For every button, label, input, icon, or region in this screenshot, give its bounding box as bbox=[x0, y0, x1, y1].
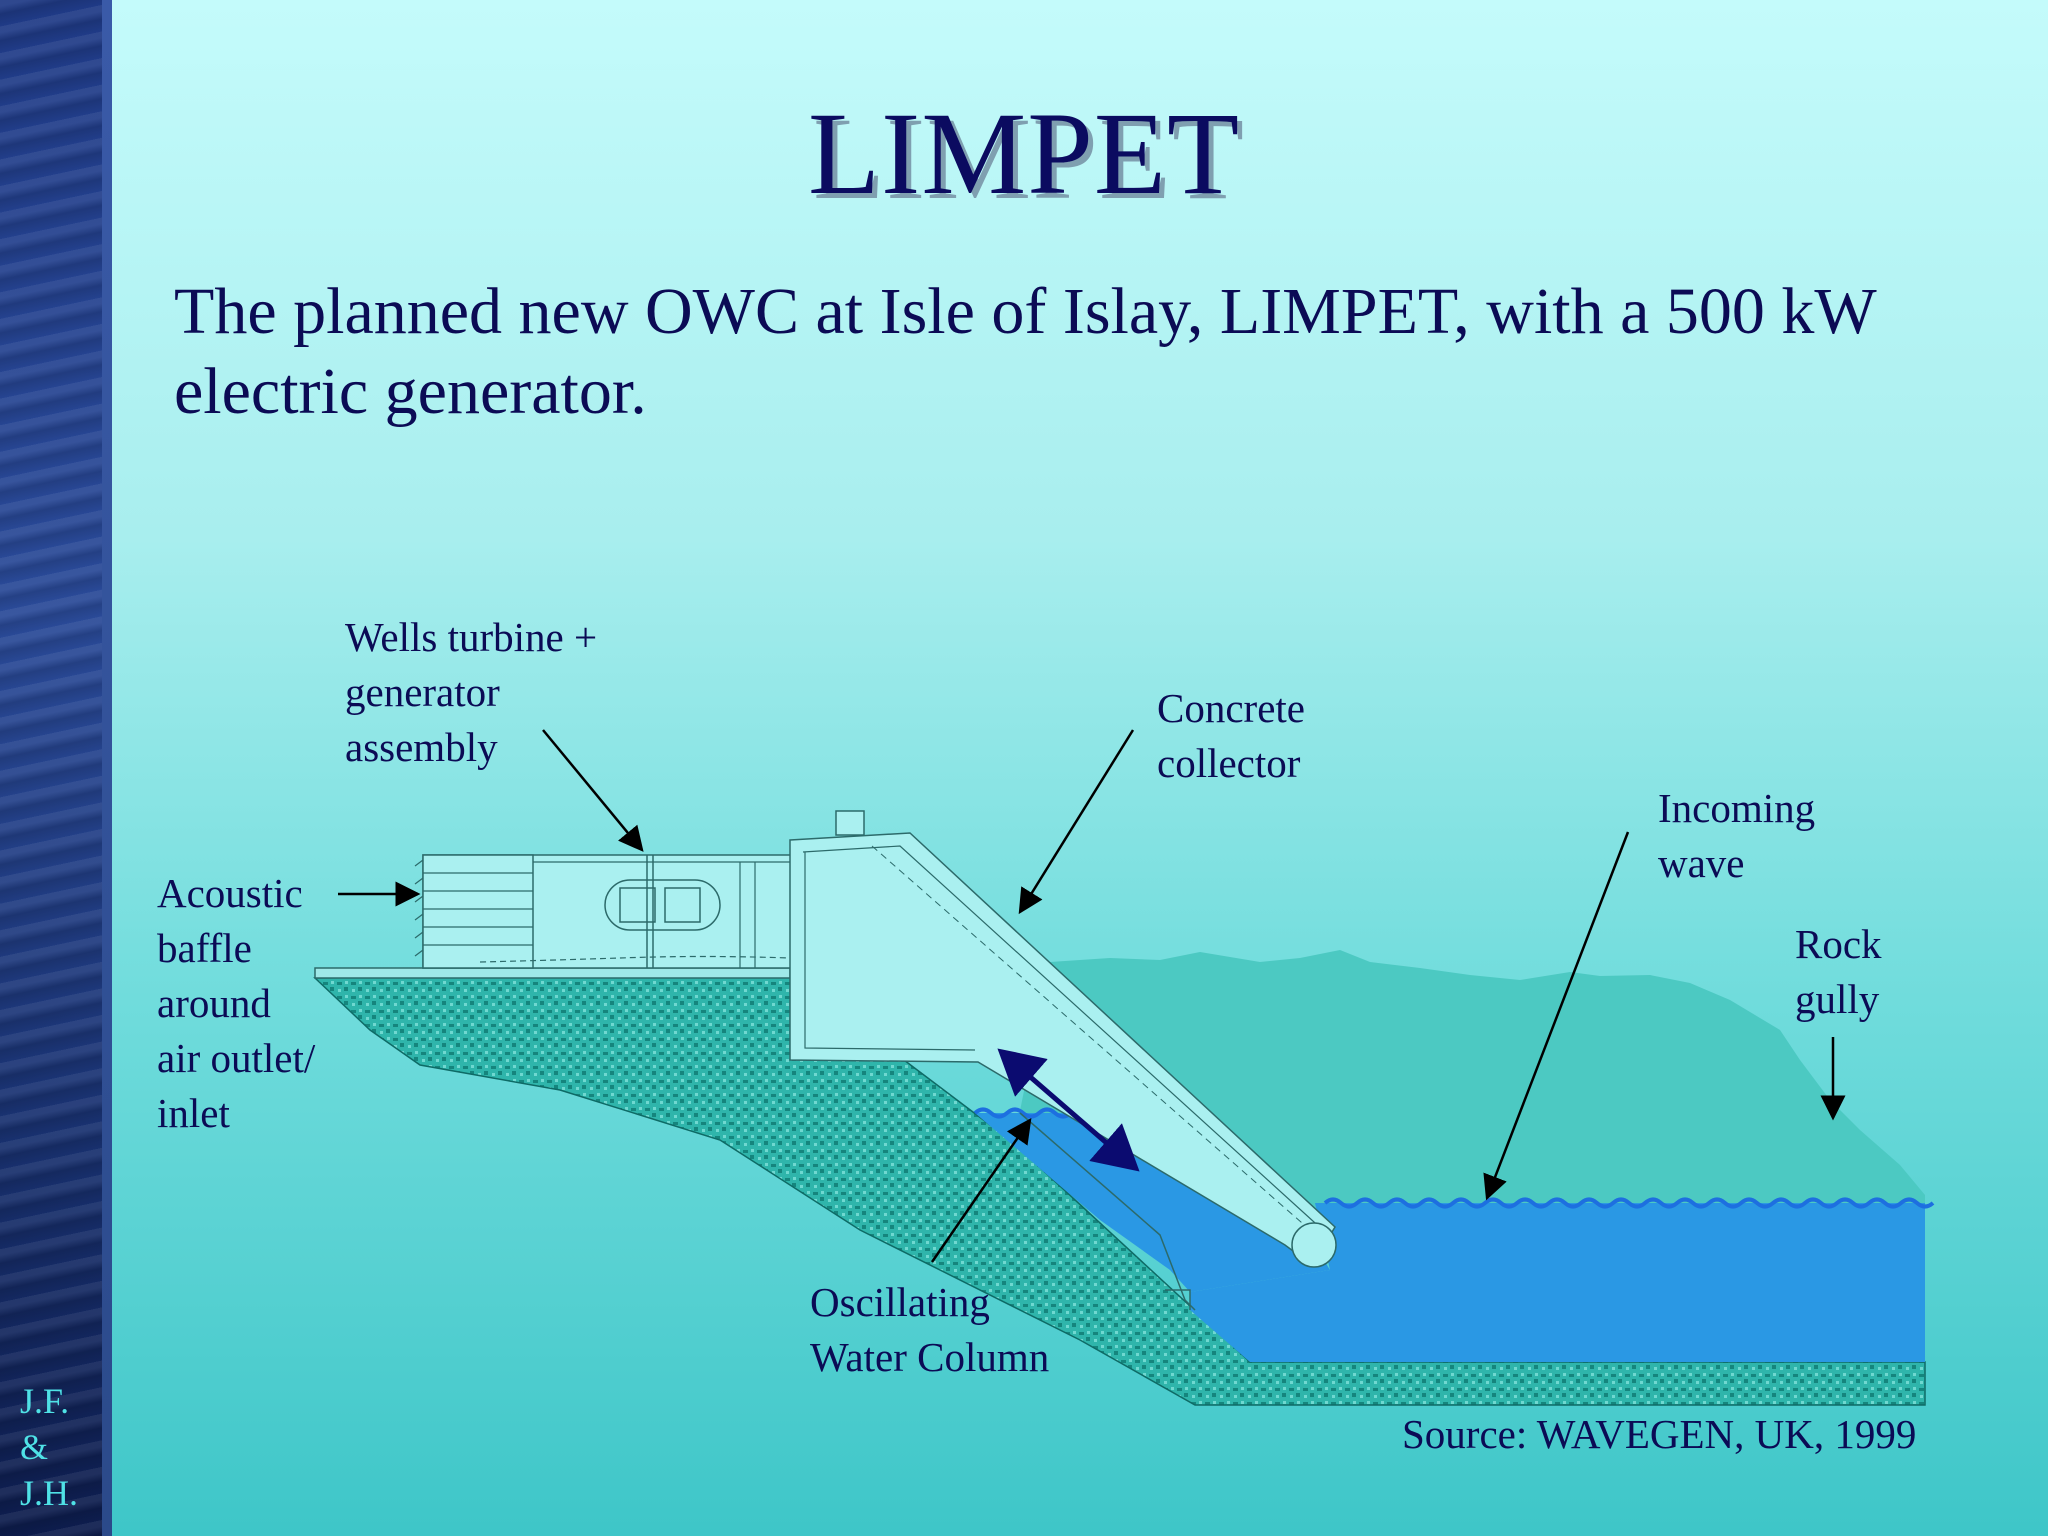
turbine-pointer bbox=[542, 729, 644, 852]
author-initials: J.F. & J.H. bbox=[20, 1378, 78, 1516]
slide-title: LIMPET bbox=[807, 88, 1241, 219]
baffle-label: Acoustic baffle around air outlet/ inlet bbox=[157, 870, 326, 1136]
turbine-label: Wells turbine + generator assembly bbox=[345, 614, 607, 770]
acoustic-baffle bbox=[422, 854, 534, 969]
initials-line-1: J.F. bbox=[20, 1381, 70, 1421]
oscillation-arrow bbox=[997, 1048, 1140, 1172]
deck-slab bbox=[314, 967, 791, 979]
roof-vent bbox=[835, 810, 865, 836]
rock-foundation bbox=[313, 973, 1926, 1406]
collector-label: Concrete collector bbox=[1157, 685, 1315, 786]
collector-lip bbox=[1291, 1222, 1337, 1268]
wave-label: Incoming wave bbox=[1658, 785, 1825, 886]
decorative-side-strip bbox=[0, 0, 112, 1536]
owc-label: Oscillating Water Column bbox=[810, 1279, 1049, 1380]
source-caption: Source: WAVEGEN, UK, 1999 bbox=[1402, 1411, 1916, 1457]
wave-pointer bbox=[1483, 831, 1630, 1201]
sea-water bbox=[1190, 1203, 1925, 1362]
collector-pointer bbox=[1018, 729, 1135, 915]
wells-turbine bbox=[604, 855, 721, 968]
gully-label: Rock gully bbox=[1795, 921, 1892, 1022]
incoming-wave-surface bbox=[1323, 1197, 1935, 1209]
owc-pointer bbox=[930, 1117, 1032, 1263]
initials-line-2: & bbox=[20, 1427, 49, 1467]
slide-subtitle: The planned new OWC at Isle of Islay, LI… bbox=[174, 275, 1876, 428]
initials-line-3: J.H. bbox=[20, 1473, 79, 1513]
